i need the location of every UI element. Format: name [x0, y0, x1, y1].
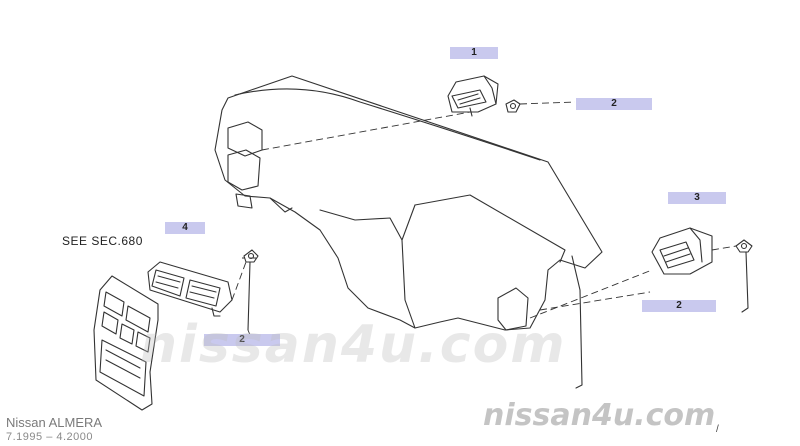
production-dates: 7.1995 – 4.2000: [6, 431, 94, 443]
clip-part-2-right[interactable]: [735, 239, 753, 313]
corner-mark: /: [716, 424, 719, 435]
clip-part-2-upper[interactable]: [505, 99, 521, 113]
callout-part-1[interactable]: 1: [450, 47, 498, 59]
callout-part-2-left[interactable]: 2: [204, 334, 280, 346]
callout-part-4[interactable]: 4: [165, 222, 205, 234]
clip-part-2-left[interactable]: [243, 249, 259, 331]
side-vent-part-3[interactable]: [651, 227, 713, 275]
callout-part-2-right[interactable]: 2: [642, 300, 716, 312]
section-reference: SEE SEC.680: [62, 234, 143, 248]
callout-part-3[interactable]: 3: [668, 192, 726, 204]
center-vent-part-1[interactable]: [447, 75, 499, 117]
cluster-bezel: [93, 275, 159, 411]
dual-vent-part-4[interactable]: [147, 261, 233, 317]
watermark-corner: nissan4u.com: [483, 398, 716, 433]
model-name: Nissan ALMERA: [6, 415, 103, 430]
callout-part-2-top[interactable]: 2: [576, 98, 652, 110]
